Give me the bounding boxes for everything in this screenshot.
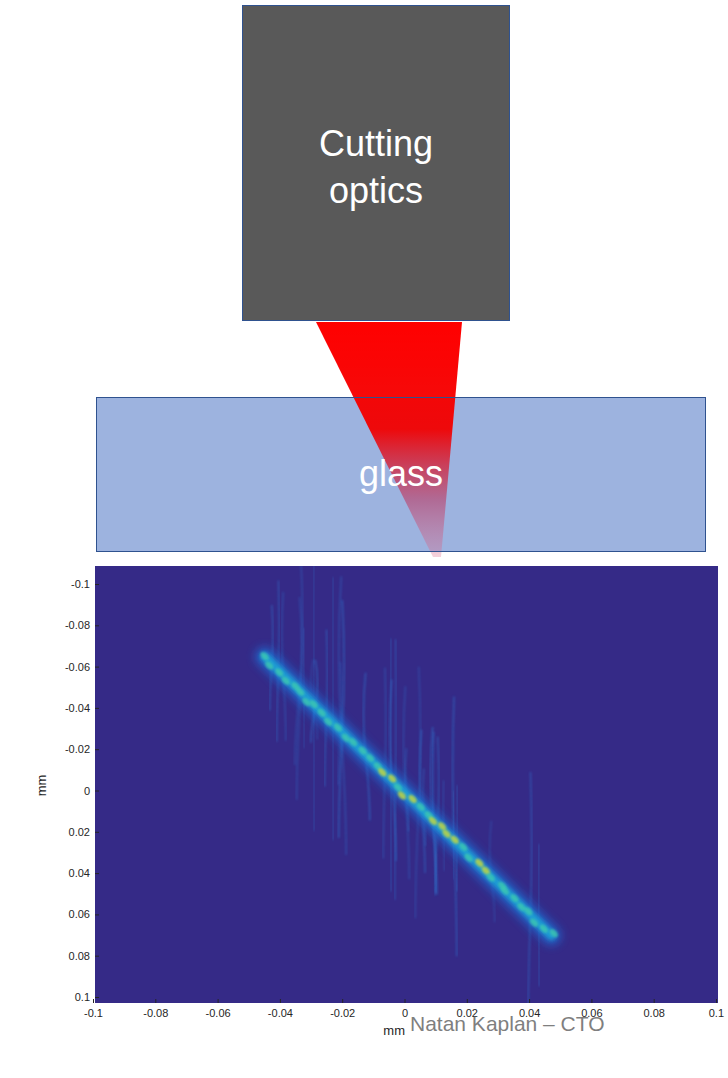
tick-label: -0.06 (65, 661, 90, 674)
tick-label: -0.02 (65, 743, 90, 756)
tick-label: -0.04 (268, 1007, 293, 1020)
tick-label: 0.02 (69, 826, 90, 839)
axis-ticks (94, 585, 717, 1004)
tick-label: 0.08 (69, 950, 90, 963)
tick-label: -0.1 (71, 578, 90, 591)
node-text: glass (359, 451, 443, 498)
optics-box: Cutting optics (242, 5, 510, 321)
tick-label: 0 (402, 1007, 408, 1020)
laser-cone (316, 322, 462, 557)
tick-label: -0.06 (206, 1007, 231, 1020)
tick-label: -0.02 (330, 1007, 355, 1020)
node-text: Cutting optics (276, 121, 476, 215)
glass-plate: glass (96, 397, 706, 552)
tick-label: 0 (84, 785, 90, 798)
tick-label: 0.04 (69, 867, 90, 880)
tick-label: -0.08 (143, 1007, 168, 1020)
tick-label: 0.1 (75, 991, 90, 1004)
axis-label: mm (35, 774, 48, 796)
tick-label: -0.08 (65, 619, 90, 632)
tick-label: 0.08 (643, 1007, 664, 1020)
beam-intensity (259, 566, 559, 1003)
plot-area (95, 566, 718, 1003)
tick-label: 0.1 (709, 1007, 724, 1020)
axis-label: mm (383, 1024, 405, 1037)
tick-label: -0.1 (84, 1007, 103, 1020)
watermark: Natan Kaplan – CTO (410, 1012, 605, 1036)
tick-label: -0.04 (65, 702, 90, 715)
tick-label: 0.06 (69, 908, 90, 921)
